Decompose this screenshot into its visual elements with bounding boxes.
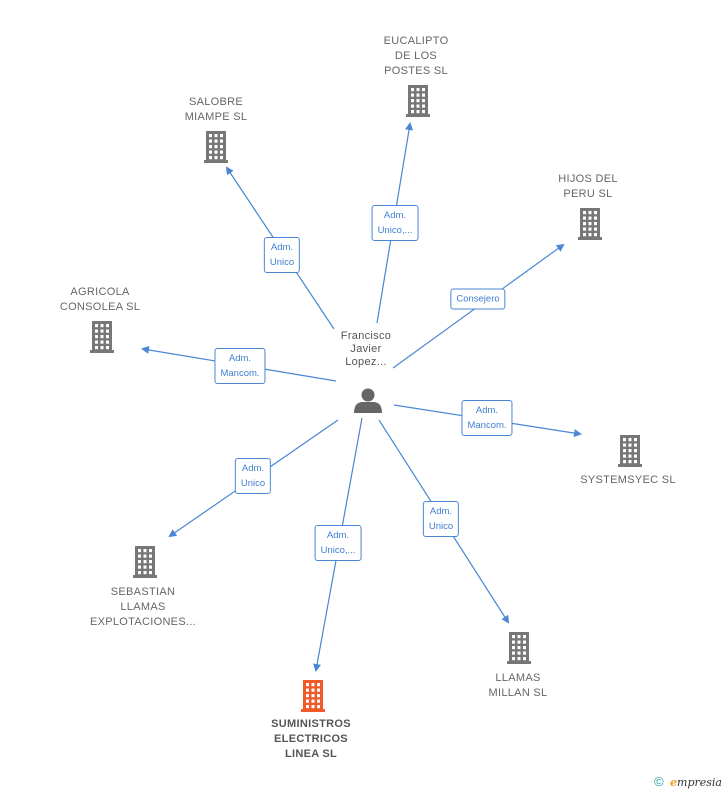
role-badge-agricola[interactable]: Adm.Mancom.: [214, 348, 266, 384]
building-icon-suministros[interactable]: [301, 680, 325, 712]
brand-logo[interactable]: empresia: [670, 776, 722, 789]
person-icon[interactable]: [354, 388, 382, 414]
role-badge-hijos[interactable]: Consejero: [450, 288, 506, 310]
building-icon-llamas[interactable]: [507, 632, 531, 664]
building-icon-systemsyec[interactable]: [618, 435, 642, 467]
role-badge-eucalipto[interactable]: Adm.Unico,...: [371, 205, 419, 241]
building-icon-salobre[interactable]: [204, 131, 228, 163]
building-icon-sebastian[interactable]: [133, 546, 157, 578]
building-icon-eucalipto[interactable]: [406, 85, 430, 117]
footer: © empresia: [654, 774, 722, 789]
role-badge-llamas[interactable]: Adm.Unico: [422, 501, 460, 537]
copyright-icon: ©: [654, 774, 664, 789]
role-badge-sebastian[interactable]: Adm.Unico: [234, 458, 272, 494]
role-badge-suministros[interactable]: Adm.Unico,...: [314, 525, 362, 561]
role-badge-salobre[interactable]: Adm.Unico: [263, 237, 301, 273]
building-icon-agricola[interactable]: [90, 321, 114, 353]
building-icon-hijos[interactable]: [578, 208, 602, 240]
company-label-systemsyec[interactable]: SYSTEMSYEC SL: [580, 474, 676, 486]
role-badge-systemsyec[interactable]: Adm.Mancom.: [461, 400, 513, 436]
